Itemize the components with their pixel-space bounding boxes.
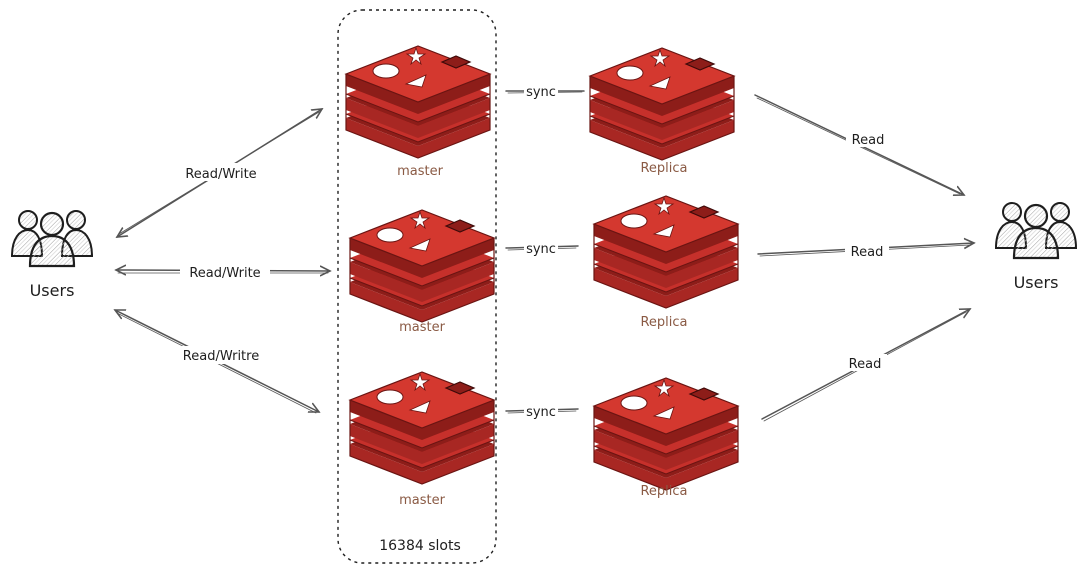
- master-node-2-icon: [349, 209, 495, 323]
- replica-label-3: Replica: [640, 484, 687, 499]
- master-label-1: master: [397, 164, 443, 179]
- edge-label-bg-2: [180, 263, 270, 281]
- replica-node-2-icon: [593, 195, 739, 309]
- master-label-3: master: [399, 493, 445, 508]
- master-label-2: master: [399, 320, 445, 335]
- sync-label-bg-1: [524, 83, 558, 99]
- sync-label-2: sync: [526, 242, 556, 257]
- replica-label-1: Replica: [640, 161, 687, 176]
- sync-label-bg-2: [524, 240, 558, 256]
- edge-label-read-write-3: Read/Writre: [183, 349, 259, 364]
- edge-label-read-write-1: Read/Write: [185, 167, 256, 182]
- replica-label-2: Replica: [640, 315, 687, 330]
- sync-label-1: sync: [526, 85, 556, 100]
- edge-label-bg-1: [176, 163, 266, 181]
- read-label-3: Read: [849, 357, 882, 372]
- replica-node-3-icon: [593, 377, 739, 491]
- master-node-3-icon: [349, 371, 495, 485]
- read-label-1: Read: [852, 133, 885, 148]
- read-label-bg-3: [843, 354, 887, 371]
- read-label-bg-1: [846, 130, 890, 147]
- edge-label-bg-3: [172, 346, 270, 364]
- read-label-bg-2: [845, 242, 889, 259]
- master-shard-container: [337, 9, 497, 564]
- master-node-1-icon: [345, 45, 491, 159]
- edge-label-read-write-2: Read/Write: [189, 266, 260, 281]
- read-label-2: Read: [851, 245, 884, 260]
- users-right-icon: [994, 201, 1078, 260]
- sync-label-3: sync: [526, 405, 556, 420]
- sync-label-bg-3: [524, 403, 558, 419]
- slots-label: 16384 slots: [379, 538, 461, 554]
- replica-node-1-icon: [589, 47, 735, 161]
- users-right-label: Users: [1014, 273, 1059, 292]
- users-left-icon: [10, 209, 94, 268]
- users-left-label: Users: [30, 281, 75, 300]
